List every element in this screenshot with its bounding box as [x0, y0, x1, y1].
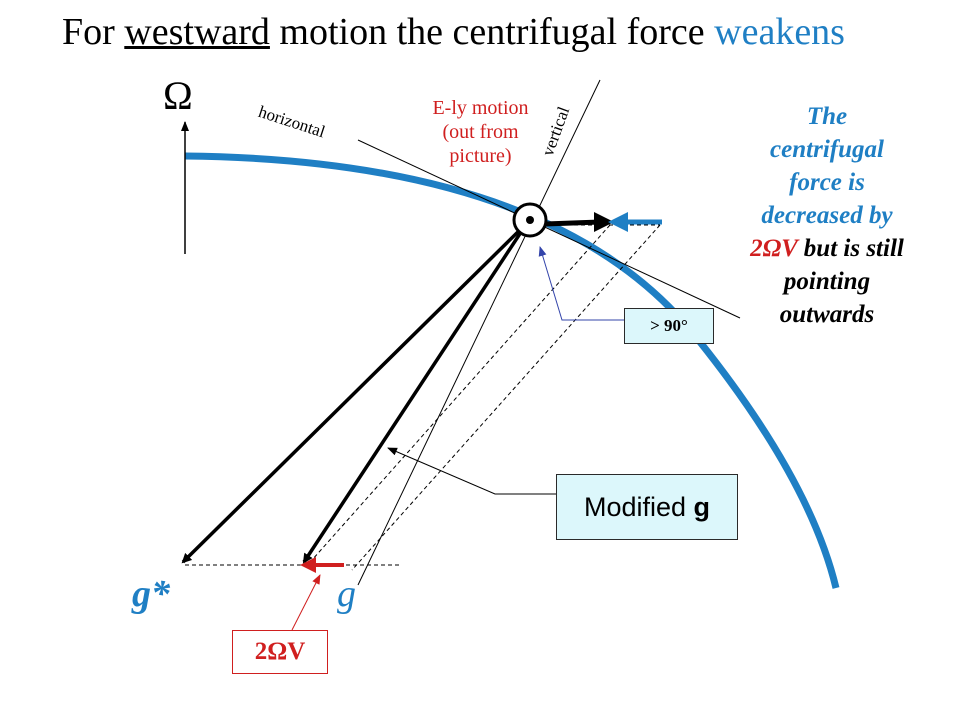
- earth-surface-curve: [184, 152, 840, 589]
- centrifugal-arrowhead-black: [594, 212, 614, 232]
- angle-box: > 90°: [624, 308, 714, 344]
- g-star-label: g*: [132, 573, 170, 615]
- modified-g-symbol: g: [693, 492, 711, 522]
- horizontal-line: [357, 139, 741, 319]
- angle-pointer: [538, 246, 624, 321]
- title-weakens: weakens: [714, 11, 845, 53]
- modified-g-box: Modified g: [556, 474, 738, 540]
- centrifugal-arrowhead-blue: [608, 212, 628, 232]
- centrifugal-note: The centrifugal force is decreased by 2Ω…: [712, 100, 942, 331]
- g-label: g: [337, 573, 356, 615]
- note-line-7: outwards: [779, 301, 875, 328]
- two-omega-v-pointer: [291, 574, 321, 631]
- omega-label: Ω: [163, 73, 193, 118]
- two-omega-v-arrowhead: [300, 557, 316, 573]
- note-line-5-rest: but is still: [797, 235, 904, 262]
- modified-g-pointer: [387, 447, 556, 495]
- note-line-6: pointing: [783, 268, 871, 295]
- note-line-2: centrifugal: [770, 136, 884, 163]
- modified-g-text: Modified: [583, 492, 694, 522]
- title-prefix: For: [62, 11, 125, 53]
- modified-g-arrow: [302, 222, 529, 564]
- out-of-page-dot: [526, 216, 534, 224]
- ely-motion-label: E-ly motion (out from picture): [408, 96, 553, 168]
- dashed-line-2: [351, 224, 661, 571]
- title-westward: westward: [124, 11, 270, 53]
- vertical-line: [357, 79, 601, 586]
- two-omega-v-box: 2ΩV: [232, 630, 328, 674]
- note-two-omega-v: 2ΩV: [750, 235, 798, 262]
- slide-title: For westward motion the centrifugal forc…: [62, 10, 845, 54]
- g-star-arrow: [181, 221, 529, 564]
- note-line-4: decreased by: [761, 202, 893, 229]
- ely-motion-line-1: E-ly motion: [432, 97, 529, 119]
- centrifugal-arrow-black: [544, 219, 601, 227]
- title-middle: motion the centrifugal force: [269, 11, 715, 53]
- note-line-5: 2ΩV but is still: [712, 232, 942, 265]
- note-line-3: force is: [789, 169, 865, 196]
- ely-motion-line-3: picture): [449, 145, 512, 167]
- ely-motion-line-2: (out from: [442, 121, 519, 143]
- dashed-line-1: [311, 224, 611, 561]
- note-line-1: The: [806, 103, 848, 130]
